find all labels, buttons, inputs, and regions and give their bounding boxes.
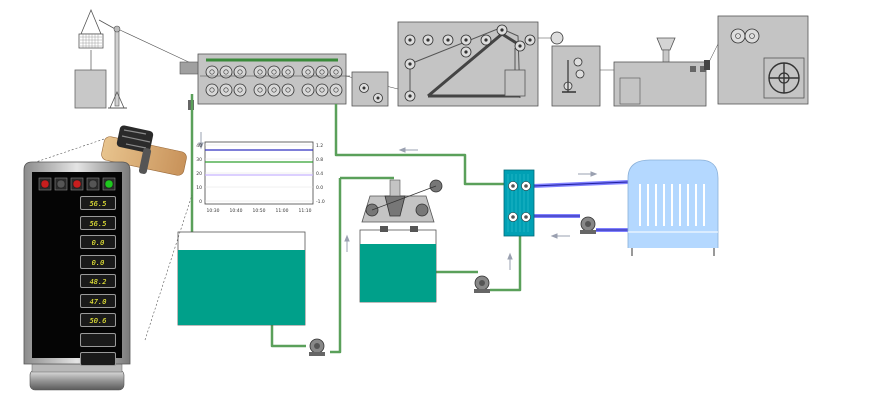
capstan-hub: [209, 87, 215, 93]
capstan-rolls: [205, 65, 343, 97]
x-tick-label: 10:30: [207, 208, 220, 214]
pulley-hub: [408, 38, 412, 42]
capstan-hub: [209, 69, 215, 75]
pulley-hub: [500, 28, 504, 32]
pulley-hub: [518, 44, 522, 48]
pulley-hub: [408, 94, 412, 98]
capstan-hub: [285, 87, 291, 93]
pump-tank-outlet: [474, 275, 490, 293]
capstan-hub: [271, 87, 277, 93]
creel-stand: [74, 8, 196, 109]
process-monitor: 40 30 20 10 0 1.2 0.8 0.4 0.0 -1.0 10:30 10:40 10:50…: [196, 141, 325, 214]
cooling-tower: [627, 159, 719, 256]
x-tick-label: 11:10: [299, 208, 312, 214]
capstan-hub: [223, 69, 229, 75]
capstan-hub: [333, 69, 339, 75]
indicator-lamp: [88, 179, 98, 189]
indicator-lamp: [72, 179, 82, 189]
capstan-hub: [319, 87, 325, 93]
capstan-hub: [305, 69, 311, 75]
readout-display: 50.6: [80, 313, 116, 327]
readout-display: 56.5: [80, 215, 116, 230]
take-up-unit: [717, 15, 809, 105]
readout-display: 0.0: [80, 254, 116, 269]
capstan-hub: [257, 87, 263, 93]
dancer-unit: [550, 31, 601, 107]
right-tick-label: -1.0: [316, 199, 325, 205]
readout-display: 0.0: [80, 235, 116, 249]
hopper-tank: [359, 179, 443, 303]
capstan-hub: [285, 69, 291, 75]
indicator-lamp: [56, 179, 66, 189]
readout-display: 47.0: [80, 293, 116, 308]
pulley-hub: [408, 62, 412, 66]
pulley-hub: [446, 38, 450, 42]
readout-display: [80, 332, 116, 347]
capstan-hub: [333, 87, 339, 93]
capstan-hub: [223, 87, 229, 93]
left-tick-label: 40: [196, 143, 202, 149]
capstan-hub: [305, 87, 311, 93]
pulley-hub: [464, 50, 468, 54]
readout-display: 48.2: [80, 274, 116, 288]
readout-display: 56.5: [80, 196, 116, 210]
pulley-hub: [464, 38, 468, 42]
right-tick-label: 0.0: [316, 185, 323, 191]
capstan-hub: [257, 69, 263, 75]
pulley-hub: [528, 38, 532, 42]
plate-heat-exchanger: [503, 169, 535, 237]
right-tick-label: 0.8: [316, 157, 323, 163]
x-tick-label: 11:00: [276, 208, 289, 214]
pulley-hub: [426, 38, 430, 42]
right-tick-label: 0.4: [316, 171, 323, 177]
drawing-machine: [179, 53, 347, 110]
annealer-unit: [397, 21, 539, 107]
left-tick-label: 20: [196, 171, 202, 177]
extruder: [613, 37, 710, 107]
x-tick-label: 10:40: [230, 208, 243, 214]
pump-tower: [580, 216, 596, 234]
pump-main: [309, 338, 325, 356]
capstan-hub: [271, 69, 277, 75]
capstan-hub: [237, 87, 243, 93]
indicator-lamps: [38, 177, 116, 191]
indicator-lamp: [40, 179, 50, 189]
right-tick-label: 1.2: [316, 143, 323, 149]
cooling-water-tank: [177, 231, 306, 326]
capstan-hub: [237, 69, 243, 75]
left-tick-label: 10: [196, 185, 202, 191]
left-tick-label: 30: [196, 157, 202, 163]
sensor-callout: [29, 125, 193, 341]
flow-arrows: [198, 132, 598, 270]
capstan-hub: [319, 69, 325, 75]
guide-unit: [351, 71, 389, 107]
cooling-pipes: [190, 94, 629, 354]
left-tick-label: 0: [199, 199, 202, 205]
readout-display: [80, 352, 116, 366]
pulley-hub: [484, 38, 488, 42]
indicator-lamp: [104, 179, 114, 189]
x-tick-label: 10:50: [253, 208, 266, 214]
